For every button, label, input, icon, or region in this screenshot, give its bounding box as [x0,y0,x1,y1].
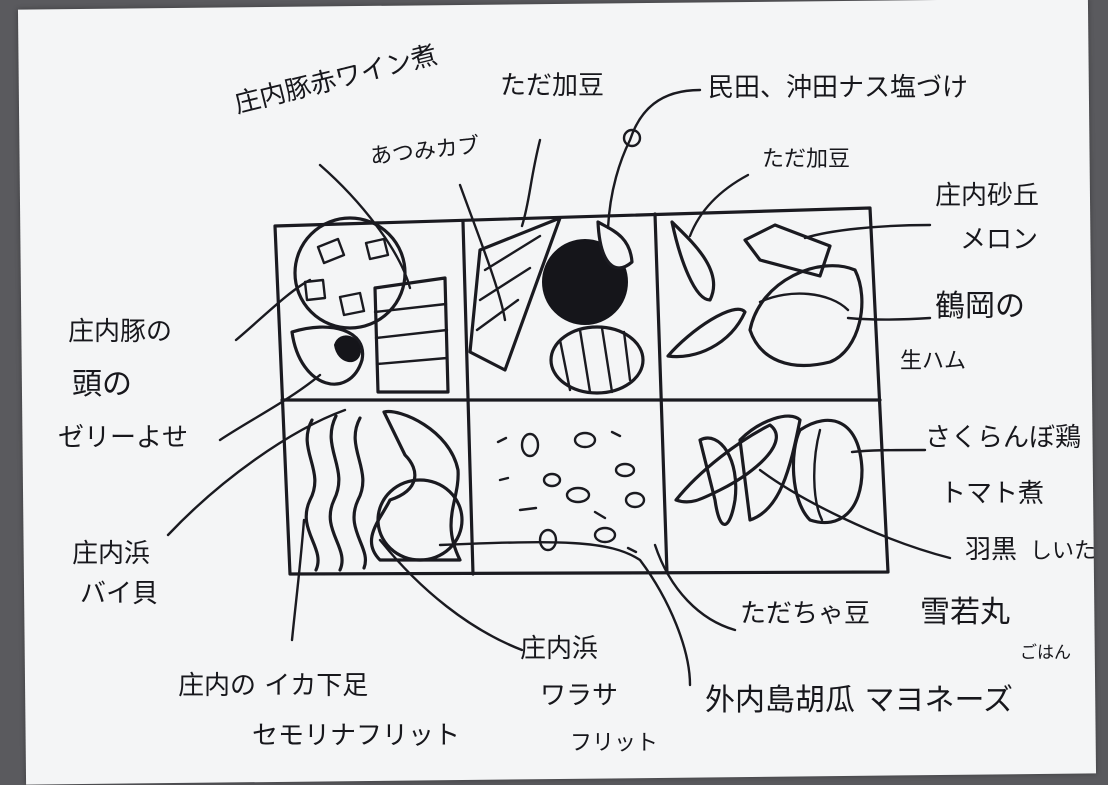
divider-left [461,220,475,576]
label-rice-2: ごはん [1020,643,1071,663]
label-chicken-1: さくらんぼ鶏 [925,423,1082,453]
label-ham-2: 生ハム [900,349,967,374]
bento-box-grid [273,206,890,576]
box-outline [273,206,890,576]
label-shell-2: バイ貝 [80,579,159,609]
label-melon-2: メロン [960,225,1039,255]
label-dadacha-right: ただ加豆 [762,147,851,172]
label-jelly-3: ゼリーよせ [58,423,189,453]
label-dadacha-bottom: ただちゃ豆 [740,599,871,629]
label-haguro-1: 羽黒 [965,535,1018,565]
chicken-drawing [674,414,864,526]
jelly-and-pork-drawing [290,216,450,394]
label-chicken-2: トマト煮 [940,479,1045,509]
label-haguro-2: しいた [1030,539,1097,564]
label-wrasse-2: ワラサ [540,681,619,711]
divider-right [653,212,669,575]
label-jelly-2: 頭の [72,367,132,402]
label-eggplant: 民田、沖田ナス塩づけ [708,73,969,103]
label-dadacha-top: ただ加豆 [500,71,605,101]
label-ham-1: 鶴岡の [935,289,1025,324]
label-jelly-1: 庄内豚の [68,317,173,347]
squid-shell-drawing [304,409,464,572]
label-rice-1: 雪若丸 [920,595,1010,630]
label-squid-2: セモリナフリット [252,721,461,751]
turnip-eggplant-drawing [468,216,645,395]
rice-drawing [496,430,646,554]
label-shell-1: 庄内浜 [72,539,151,569]
label-wrasse-3: フリット [570,731,659,756]
melon-ham-drawing [666,220,864,367]
leader-lines [166,88,952,687]
label-cucumber: 外内島胡瓜 マヨネーズ [705,683,1014,718]
label-wrasse-1: 庄内浜 [520,634,599,664]
label-squid-1: 庄内の イカ下足 [178,671,369,701]
label-melon-1: 庄内砂丘 [935,181,1040,211]
